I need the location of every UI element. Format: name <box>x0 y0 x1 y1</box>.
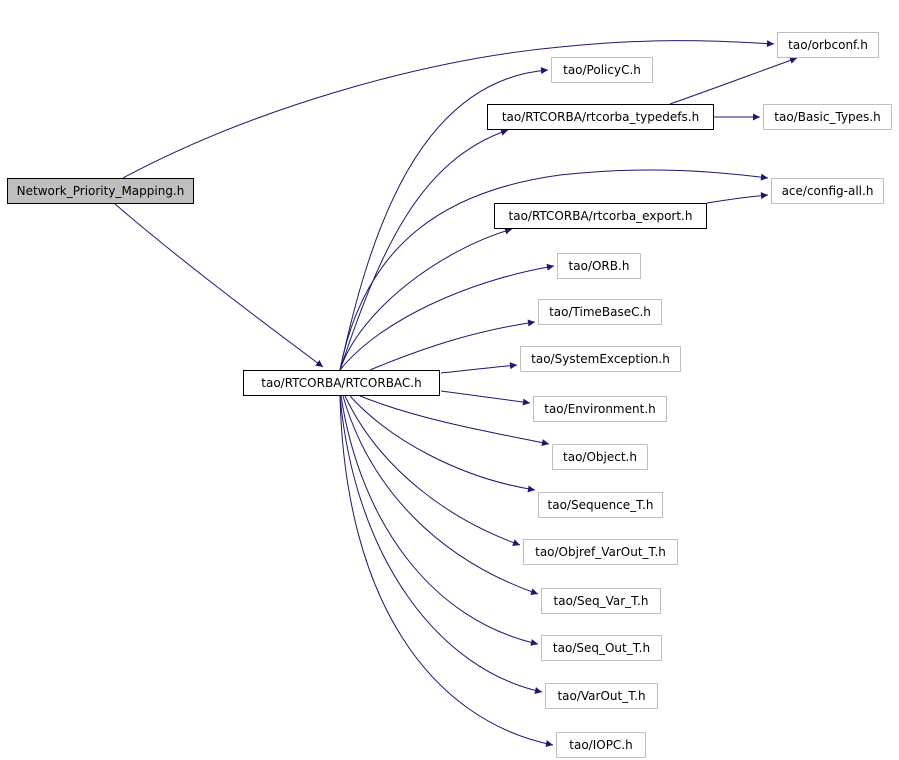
node-config-all[interactable]: ace/config-all.h <box>771 178 884 204</box>
edge-rtcorbac-to-objref-varout-t <box>344 395 521 546</box>
edge-rtcorbac-to-systemexception <box>440 362 518 374</box>
edge-rtcorba-typedefs-to-orbconf <box>669 57 798 105</box>
node-iopc[interactable]: tao/IOPC.h <box>556 732 646 758</box>
node-timebasec[interactable]: tao/TimeBaseC.h <box>538 299 662 325</box>
node-sequence-t[interactable]: tao/Sequence_T.h <box>538 492 663 518</box>
node-seq-out-t[interactable]: tao/Seq_Out_T.h <box>541 635 662 661</box>
node-rtcorba-typedefs[interactable]: tao/RTCORBA/rtcorba_typedefs.h <box>487 104 714 130</box>
edge-rtcorbac-to-object <box>359 395 550 447</box>
node-varout-t[interactable]: tao/VarOut_T.h <box>545 683 658 709</box>
edge-rtcorbac-to-config-all <box>339 169 769 371</box>
node-systemexception[interactable]: tao/SystemException.h <box>520 346 681 372</box>
edge-rtcorbac-to-timebasec <box>369 319 536 371</box>
node-rtcorbac[interactable]: tao/RTCORBA/RTCORBAC.h <box>243 370 440 396</box>
node-environment[interactable]: tao/Environment.h <box>533 396 667 422</box>
node-rtcorba-export[interactable]: tao/RTCORBA/rtcorba_export.h <box>494 203 707 229</box>
edge-rtcorbac-to-rtcorba-export <box>339 227 513 371</box>
node-policyc[interactable]: tao/PolicyC.h <box>551 57 653 83</box>
node-orbconf[interactable]: tao/orbconf.h <box>777 32 879 58</box>
node-basic-types[interactable]: tao/Basic_Types.h <box>763 104 892 130</box>
node-orb[interactable]: tao/ORB.h <box>557 253 641 279</box>
node-seq-var-t[interactable]: tao/Seq_Var_T.h <box>541 588 661 614</box>
edge-network-priority-mapping-to-orbconf <box>122 40 775 179</box>
edge-rtcorbac-to-seq-out-t <box>340 395 539 646</box>
edge-rtcorbac-to-sequence-t <box>349 395 536 493</box>
edge-rtcorbac-to-seq-var-t <box>342 395 539 596</box>
edge-rtcorbac-to-environment <box>440 390 531 406</box>
node-objref-varout-t[interactable]: tao/Objref_VarOut_T.h <box>523 539 678 565</box>
edge-rtcorba-export-to-config-all <box>706 192 769 204</box>
edge-rtcorbac-to-iopc <box>339 395 554 748</box>
edge-rtcorbac-to-rtcorba-typedefs <box>339 128 509 371</box>
edge-network-priority-mapping-to-rtcorbac <box>114 203 324 368</box>
edge-layer <box>114 40 798 748</box>
edge-rtcorbac-to-policyc <box>339 67 549 371</box>
edge-rtcorbac-to-orb <box>339 263 555 371</box>
edge-rtcorbac-to-varout-t <box>339 395 543 694</box>
node-network-priority-mapping: Network_Priority_Mapping.h <box>7 178 194 204</box>
node-object[interactable]: tao/Object.h <box>552 444 648 470</box>
